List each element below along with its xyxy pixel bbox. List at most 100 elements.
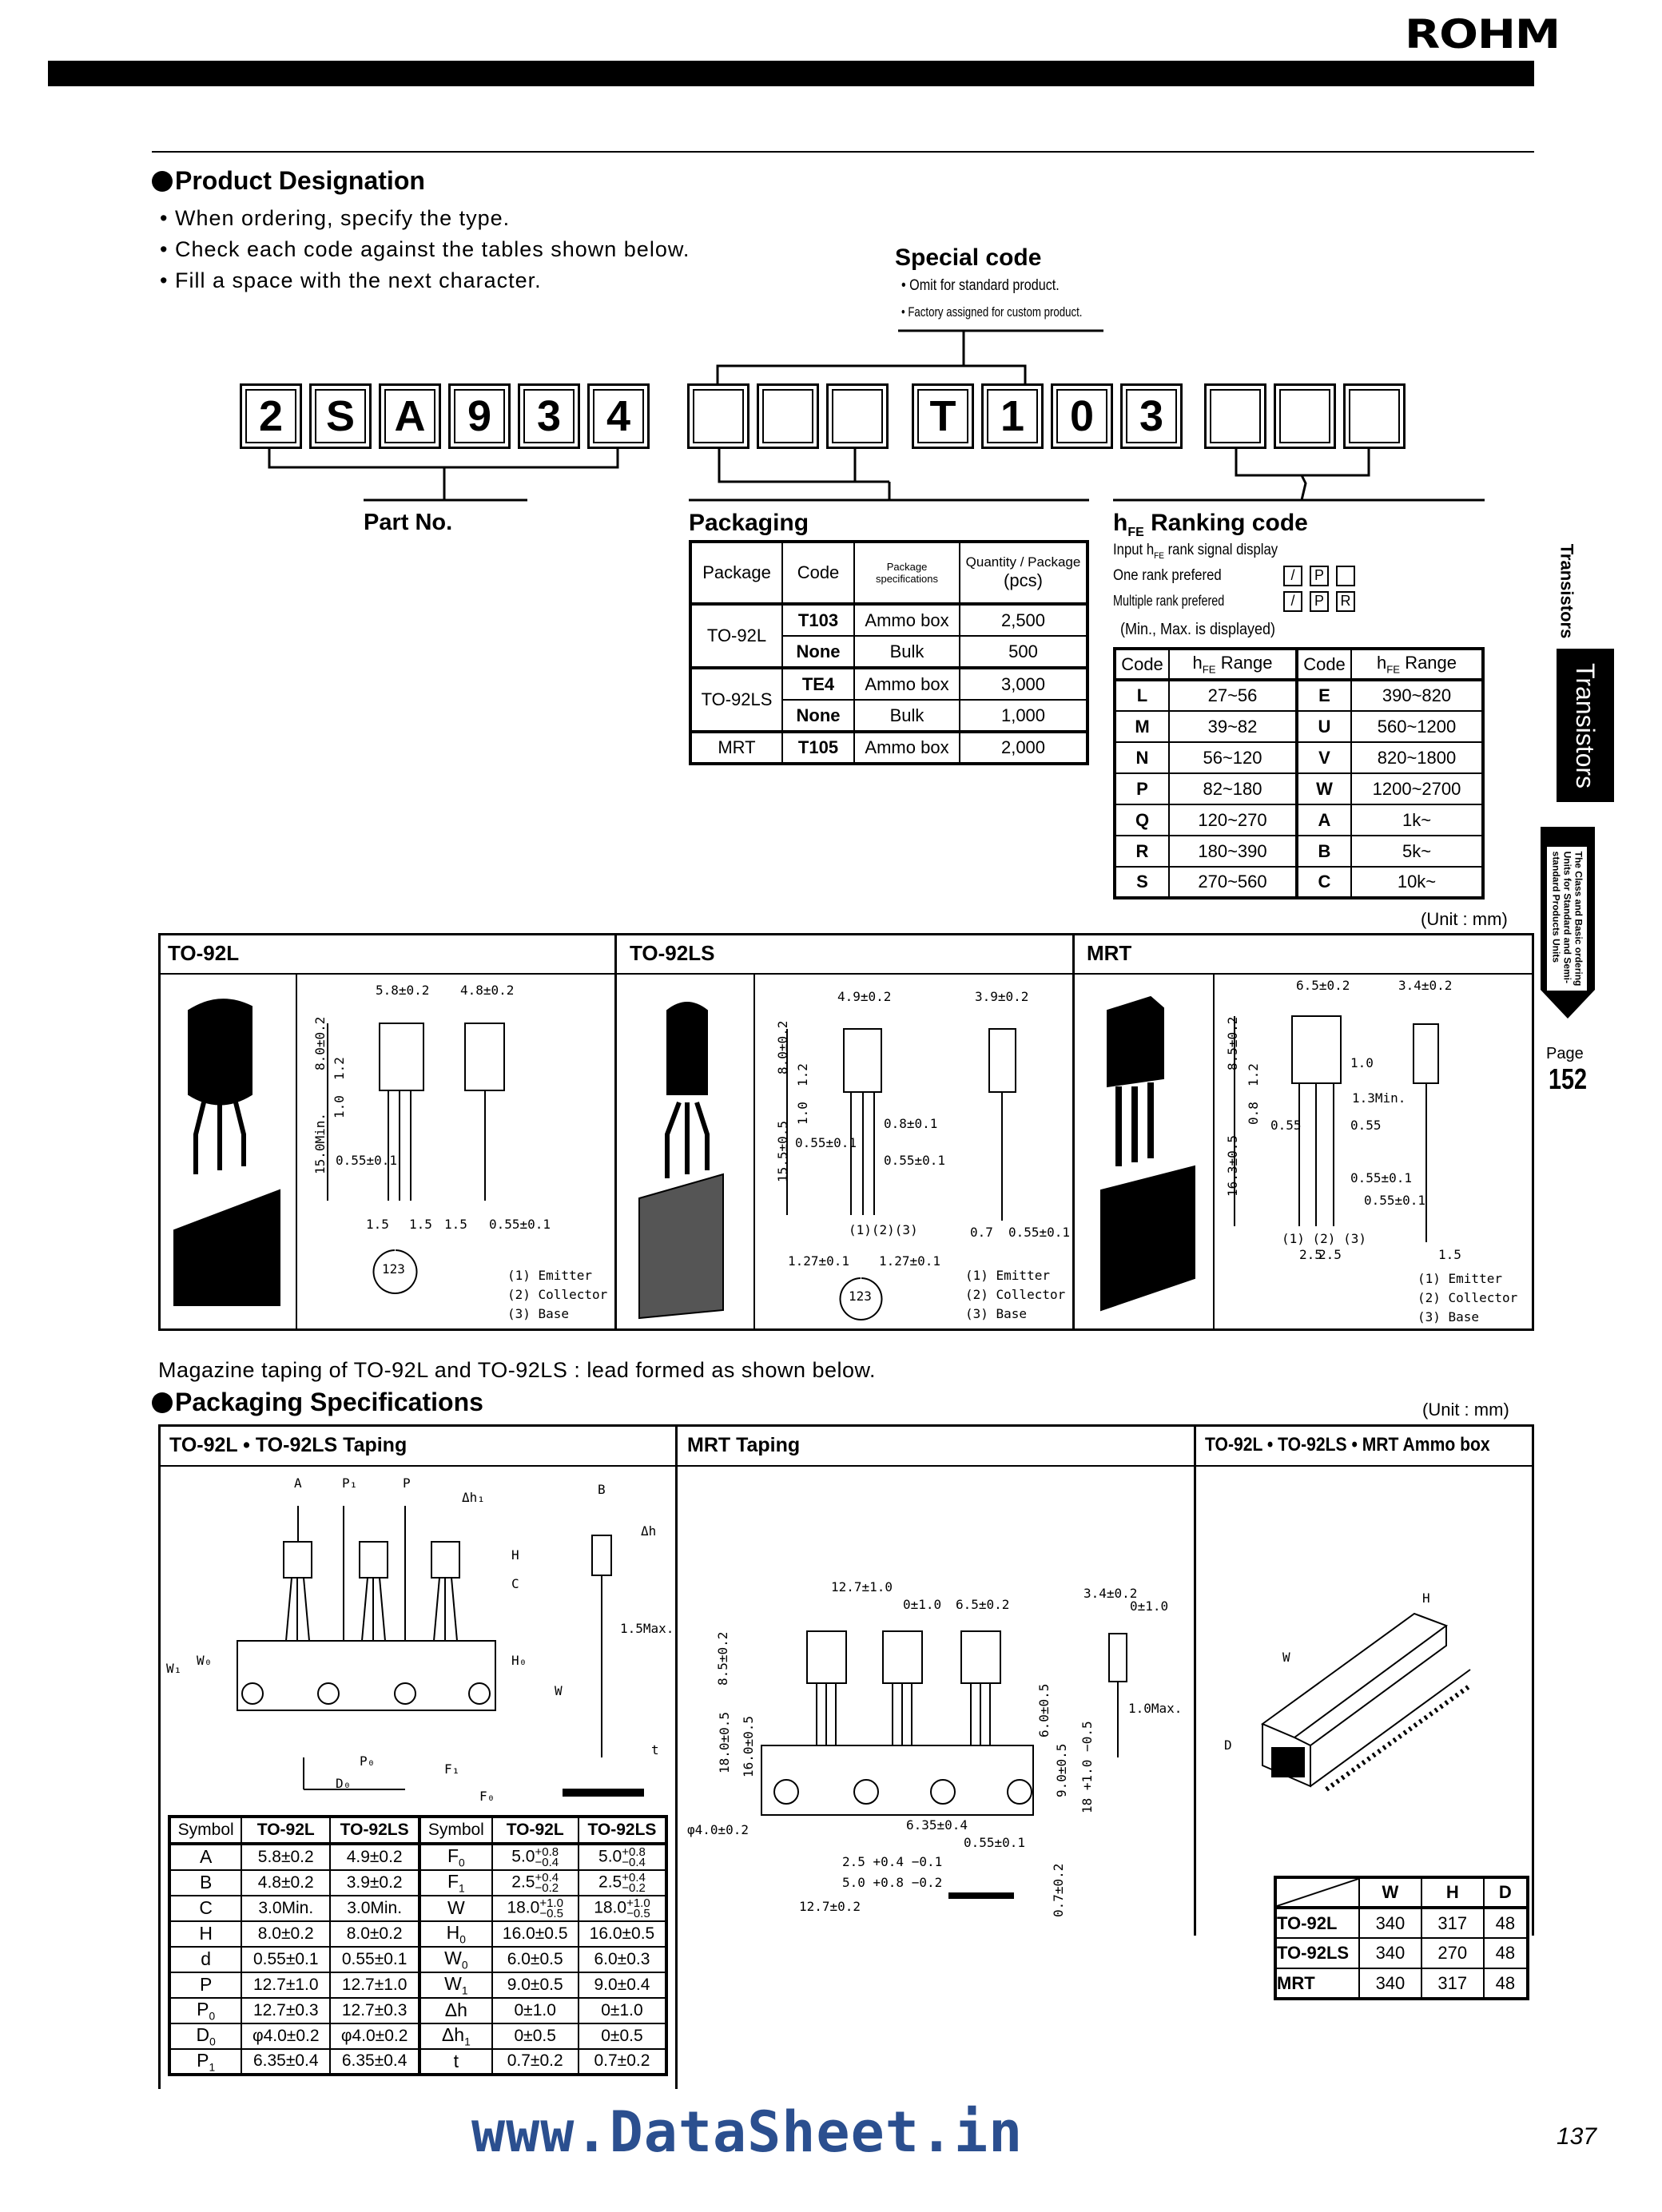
hfe-code: R — [1114, 835, 1170, 868]
rank-box: R — [1336, 591, 1355, 612]
header-range: hFE Range — [1168, 648, 1298, 681]
value-cell: 9.0±0.5 — [491, 1971, 579, 1999]
code-box: 2 — [240, 383, 302, 449]
dim-label: 2.5 +0.4 −0.1 — [842, 1854, 942, 1869]
dim-label: 8.5±0.2 — [1225, 1017, 1240, 1070]
dim-label: 0.55±0.1 — [489, 1217, 551, 1232]
mrt-taping-title: MRT Taping — [687, 1434, 801, 1456]
unit-label: (Unit : mm) — [1422, 1400, 1509, 1420]
value-cell: 0.55±0.1 — [241, 1945, 332, 1973]
dim-label: φ4.0±0.2 — [687, 1822, 749, 1837]
dim-label: P₀ — [360, 1753, 375, 1769]
value-cell: 340 — [1358, 1968, 1422, 2000]
value-cell: 5.8±0.2 — [241, 1843, 332, 1871]
value-cell: 0.55±0.1 — [329, 1945, 421, 1973]
dim-label: 1.5 — [444, 1217, 467, 1232]
value-cell: 5.0+0.8−0.4 — [491, 1843, 579, 1871]
pin-legend: (2) Collector — [965, 1287, 1066, 1302]
dim-label: 6.5±0.2 — [956, 1597, 1009, 1612]
dim-label: H — [1422, 1590, 1430, 1606]
value-cell: 2.5+0.4−0.2 — [577, 1868, 668, 1896]
dim-label: 8.0±0.2 — [312, 1017, 328, 1070]
to92ls-drawing — [638, 1002, 1016, 1320]
column-header: Symbol — [418, 1816, 493, 1845]
taping-title: TO-92L • TO-92LS Taping — [169, 1434, 408, 1456]
code-brackets — [268, 329, 1485, 502]
side-tab-transistors-active[interactable]: Transistors — [1557, 649, 1614, 802]
dim-label: (1) (2) (3) — [1282, 1231, 1366, 1246]
bullet-2: • Check each code against the tables sho… — [160, 237, 690, 261]
value-cell: 12.7±1.0 — [329, 1971, 421, 1999]
dim-label: 6.0±0.5 — [1036, 1684, 1052, 1737]
dim-label: D — [1224, 1737, 1232, 1753]
pin-legend: (2) Collector — [1417, 1290, 1518, 1305]
column-header: TO-92L — [241, 1816, 332, 1845]
dim-label: W₁ — [166, 1661, 181, 1676]
rank-box — [1336, 566, 1355, 586]
dim-label: 1.5 — [1438, 1247, 1461, 1262]
dim-label: 0.55±0.1 — [1350, 1170, 1412, 1185]
hfe-code: V — [1295, 741, 1352, 774]
package-outline-panel — [158, 933, 1534, 1331]
symbol-cell: P0 — [168, 1996, 243, 2024]
value-cell: 3.0Min. — [241, 1894, 332, 1922]
hfe-code: W — [1295, 772, 1352, 805]
hfe-code: N — [1114, 741, 1170, 774]
pin-legend: (3) Base — [1417, 1309, 1479, 1324]
symbol-cell: t — [418, 2047, 493, 2076]
dim-label: 0.7 — [970, 1225, 993, 1240]
hfe-range: 10k~ — [1350, 866, 1484, 899]
value-cell: φ4.0±0.2 — [329, 2022, 421, 2050]
code-box: 4 — [587, 383, 650, 449]
dim-label: 0.55±0.1 — [884, 1153, 945, 1168]
pin-marks: 123 — [849, 1289, 872, 1304]
part-no-label: Part No. — [364, 510, 453, 535]
hfe-code: E — [1295, 679, 1352, 712]
value-cell: 2.5+0.4−0.2 — [491, 1868, 579, 1896]
dim-label: 8.5±0.2 — [715, 1632, 730, 1686]
dim-label: 1.0 — [795, 1102, 810, 1125]
dim-label: P — [403, 1475, 411, 1491]
value-cell: 4.9±0.2 — [329, 1843, 421, 1871]
value-cell: φ4.0±0.2 — [241, 2022, 332, 2050]
rank-box: / — [1283, 566, 1302, 586]
column-header: D — [1482, 1876, 1529, 1908]
hfe-minmax-note: (Min., Max. is displayed) — [1120, 621, 1276, 638]
page-ref-number: 152 — [1549, 1062, 1588, 1095]
special-code-title: Special code — [895, 244, 1042, 271]
cell-package: TO-92LS — [690, 667, 783, 733]
hfe-code: B — [1295, 835, 1352, 868]
symbol-cell: P — [168, 1971, 243, 1999]
dim-label: 6.35±0.4 — [906, 1817, 968, 1833]
packaging-title: Packaging — [689, 510, 809, 536]
value-cell: 340 — [1358, 1937, 1422, 1969]
header-range: hFE Range — [1350, 648, 1484, 681]
dim-label: 12.7±0.2 — [799, 1899, 861, 1914]
dim-label: 1.27±0.1 — [879, 1253, 940, 1269]
dim-label: 1.5Max. — [620, 1621, 674, 1636]
hfe-range: 1200~2700 — [1350, 772, 1484, 805]
hfe-code: L — [1114, 679, 1170, 712]
cell-spec: Ammo box — [853, 667, 960, 701]
dim-label: D₀ — [336, 1776, 351, 1791]
dim-label: 0.8±0.1 — [884, 1116, 937, 1131]
dim-label: 15.5±0.5 — [775, 1121, 790, 1182]
mrt-drawing — [1100, 995, 1439, 1312]
symbol-cell: H0 — [418, 1920, 493, 1948]
packaging-code-box: T — [912, 383, 974, 449]
packaging-code-box: 1 — [981, 383, 1044, 449]
packaging-specs-title: Packaging Specifications — [152, 1388, 483, 1417]
multi-rank-label: Multiple rank prefered — [1113, 593, 1225, 609]
special-code-box — [687, 383, 749, 449]
column-header: TO-92LS — [577, 1816, 668, 1845]
header-bar — [48, 61, 1534, 86]
rank-box: / — [1283, 591, 1302, 612]
symbol-cell: C — [168, 1894, 243, 1922]
mrt-taping-labels: 12.7±1.0 0±1.0 6.5±0.2 3.4±0.2 0±1.0 8.5… — [687, 1579, 1182, 1917]
dim-label: 2.5 — [1318, 1247, 1342, 1262]
dim-label: 18 +1.0 −0.5 — [1080, 1721, 1095, 1813]
dim-label: 1.0Max. — [1128, 1701, 1182, 1716]
